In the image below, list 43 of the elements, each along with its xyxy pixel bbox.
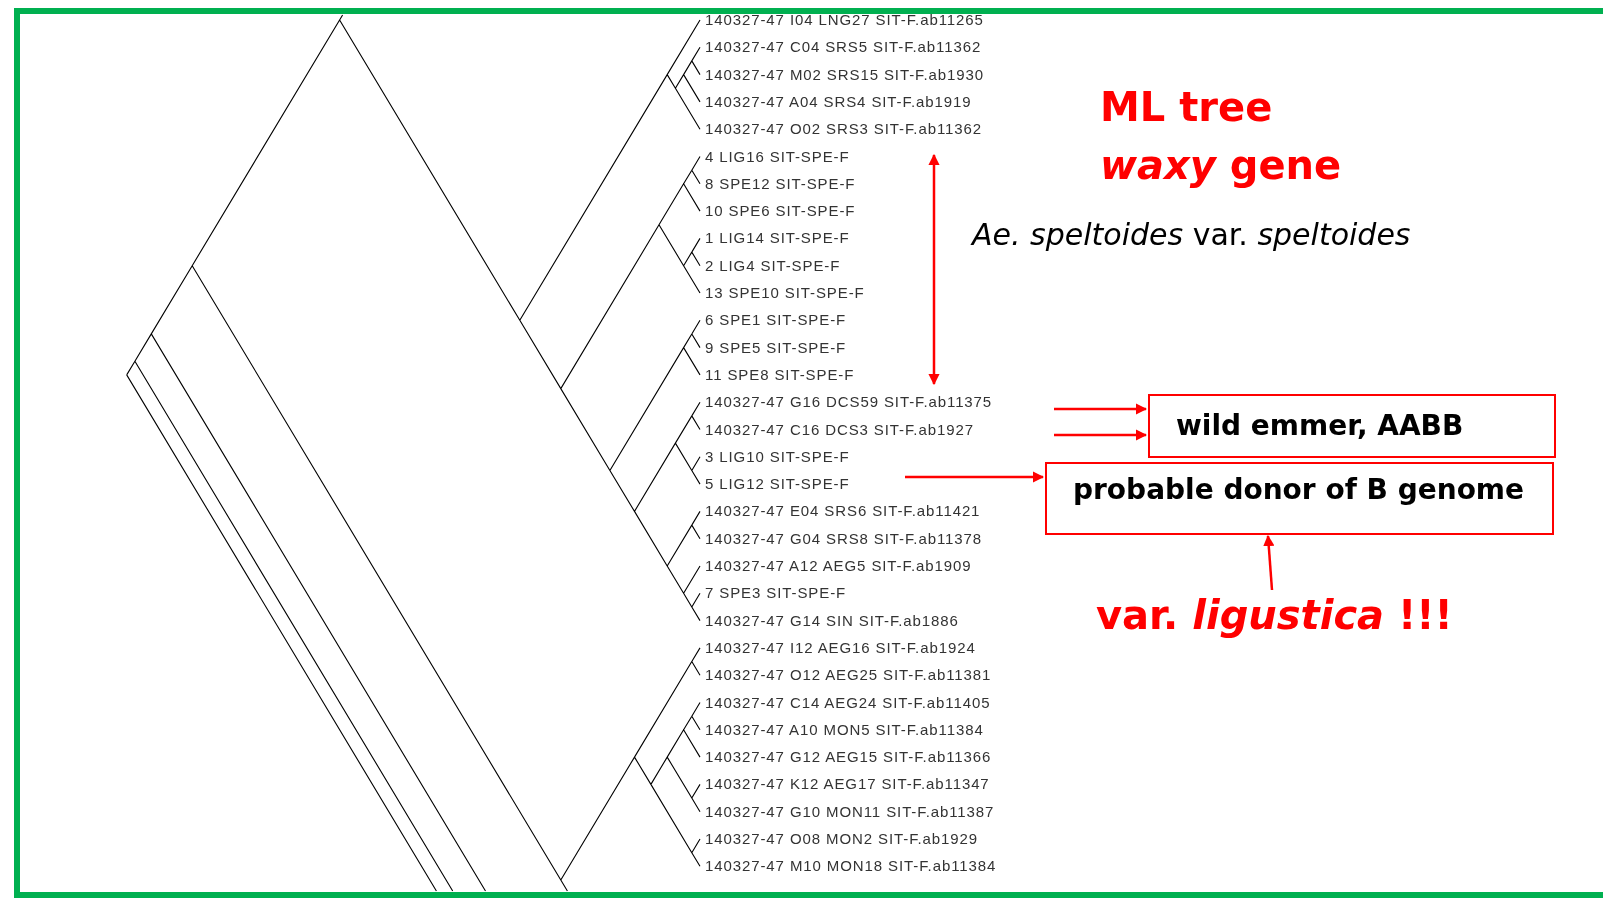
title: ML tree waxy gene (1100, 83, 1343, 190)
leaf-label: 140327-47 E04 SRS6 SIT-F.ab11421 (705, 502, 981, 521)
leaf-label: 140327-47 M10 MON18 SIT-F.ab11384 (705, 857, 997, 876)
leaf-label: 140327-47 O12 AEG25 SIT-F.ab11381 (705, 666, 992, 685)
leaf-label: 140327-47 I12 AEG16 SIT-F.ab1924 (705, 638, 976, 657)
leaf-label: 13 SPE10 SIT-SPE-F (705, 284, 865, 302)
leaf-label: 140327-47 C14 AEG24 SIT-F.ab11405 (705, 693, 991, 712)
leaf-label: 11 SPE8 SIT-SPE-F (705, 365, 855, 384)
annotation-text: var. ligustica !!! (1096, 591, 1453, 640)
leaf-label: 140327-47 G12 AEG15 SIT-F.ab11366 (705, 748, 992, 767)
leaf-label: 140327-47 A10 MON5 SIT-F.ab11384 (705, 720, 984, 739)
leaf-label: 140327-47 K12 AEG17 SIT-F.ab11347 (705, 775, 990, 794)
leaf-label: 140327-47 I04 LNG27 SIT-F.ab11265 (705, 11, 984, 29)
arrow (1054, 403, 1148, 415)
leaf-label: 9 SPE5 SIT-SPE-F (705, 338, 847, 357)
box-label: wild emmer, AABB (1176, 408, 1464, 444)
leaf-label: 140327-47 G14 SIN SIT-F.ab1886 (705, 611, 959, 630)
leaf-label: 8 SPE12 SIT-SPE-F (705, 174, 856, 193)
box-label: probable donor of B genome (1073, 472, 1525, 508)
leaf-label: 140327-47 A04 SRS4 SIT-F.ab1919 (705, 92, 972, 111)
leaf-label: 5 LIG12 SIT-SPE-F (705, 475, 850, 494)
leaf-label: 140327-47 G04 SRS8 SIT-F.ab11378 (705, 529, 983, 548)
leaf-label: 7 SPE3 SIT-SPE-F (705, 584, 847, 603)
leaf-label: 140327-47 O02 SRS3 SIT-F.ab11362 (705, 120, 983, 139)
taxon-note: Ae. speltoides var. speltoides (972, 216, 1411, 254)
annotation-box (1148, 394, 1556, 458)
annotation-box (1045, 462, 1554, 535)
leaf-label: 6 SPE1 SIT-SPE-F (705, 311, 847, 330)
leaf-label: 4 LIG16 SIT-SPE-F (705, 147, 850, 166)
arrow (1263, 534, 1275, 591)
leaf-label: 10 SPE6 SIT-SPE-F (705, 202, 856, 221)
leaf-label: 140327-47 A12 AEG5 SIT-F.ab1909 (705, 557, 972, 575)
leaf-label: 2 LIG4 SIT-SPE-F (705, 256, 841, 275)
leaf-label: 140327-47 C04 SRS5 SIT-F.ab11362 (705, 38, 982, 57)
leaf-label: 140327-47 C16 DCS3 SIT-F.ab1927 (705, 420, 974, 439)
leaf-label: 140327-47 G16 DCS59 SIT-F.ab11375 (705, 393, 993, 412)
leaf-label: 1 LIG14 SIT-SPE-F (705, 229, 850, 248)
leaf-label: 3 LIG10 SIT-SPE-F (705, 447, 850, 466)
leaf-label: 140327-47 O08 MON2 SIT-F.ab1929 (705, 830, 979, 848)
arrow (905, 471, 1045, 483)
leaf-label: 140327-47 M02 SRS15 SIT-F.ab1930 (705, 65, 984, 84)
arrow (1054, 429, 1148, 441)
leaf-label: 140327-47 G10 MON11 SIT-F.ab11387 (705, 802, 995, 821)
